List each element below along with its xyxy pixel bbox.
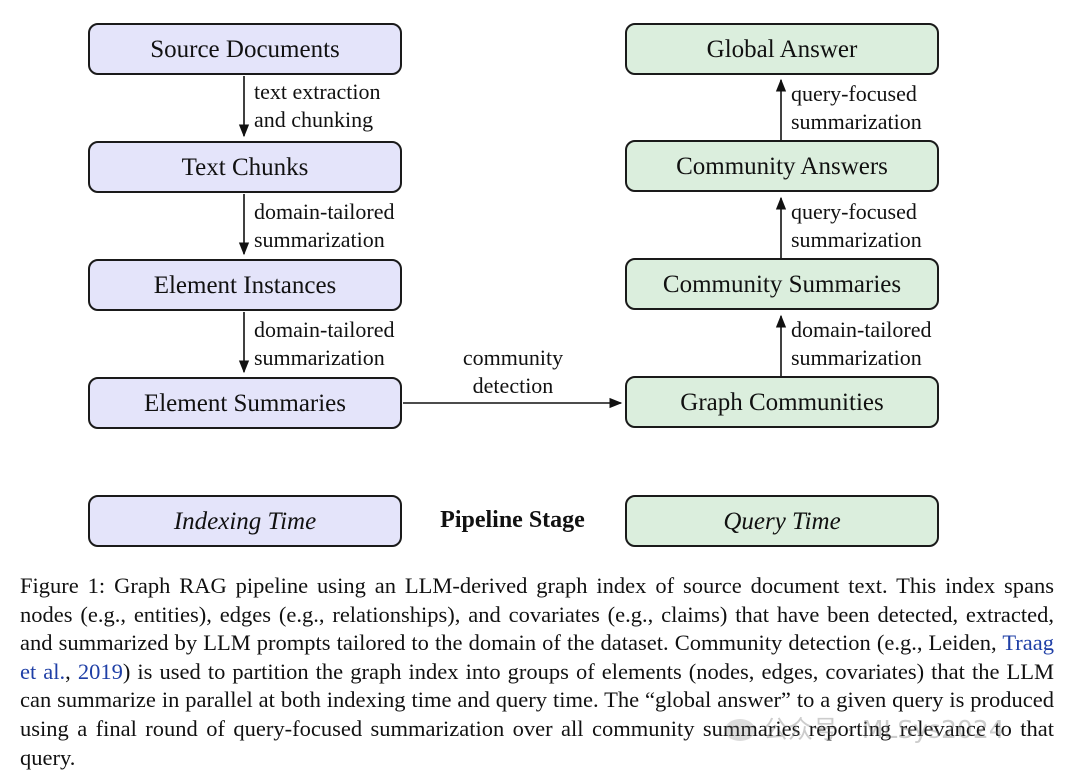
caption-citation-separator: , (65, 658, 78, 684)
edge-label-answers-to-global: query-focused summarization (791, 80, 922, 136)
edge-label-line: summarization (791, 227, 922, 252)
caption-text-part2: ) is used to partition the graph index i… (20, 658, 1055, 770)
node-element-instances: Element Instances (88, 259, 402, 311)
edge-label-line: domain-tailored (254, 317, 395, 342)
edge-label-line: query-focused (791, 199, 917, 224)
graph-rag-pipeline-diagram: Source Documents Text Chunks Element Ins… (88, 23, 939, 547)
edge-label-summaries-to-answers: query-focused summarization (791, 198, 922, 254)
edge-arrows (238, 76, 787, 409)
edge-label-chunks-to-instances: domain-tailored summarization (254, 198, 395, 254)
caption-text-part1: Figure 1: Graph RAG pipeline using an LL… (20, 573, 1054, 656)
legend-pipeline-stage: Pipeline Stage (440, 507, 585, 533)
edge-label-line: summarization (791, 345, 922, 370)
node-community-summaries: Community Summaries (625, 258, 939, 310)
legend-indexing-time: Indexing Time (88, 495, 402, 547)
edge-label-line: community (462, 345, 564, 370)
citation-link-year[interactable]: 2019 (77, 658, 123, 684)
node-global-answer: Global Answer (625, 23, 939, 75)
node-element-summaries: Element Summaries (88, 377, 402, 429)
edge-label-line: and chunking (254, 107, 374, 132)
edge-label-instances-to-summaries: domain-tailored summarization (254, 316, 395, 372)
node-community-answers: Community Answers (625, 140, 939, 192)
edge-label-line: summarization (254, 227, 385, 252)
edge-label-community-detection: community detection (443, 344, 583, 400)
figure-caption: Figure 1: Graph RAG pipeline using an LL… (20, 572, 1054, 772)
citation-link-authors[interactable]: Traag et al. (20, 630, 1054, 684)
edge-label-line: domain-tailored (254, 199, 395, 224)
node-text-chunks: Text Chunks (88, 141, 402, 193)
edge-label-line: text extraction (254, 79, 381, 104)
edge-label-line: summarization (791, 109, 922, 134)
legend-query-time: Query Time (625, 495, 939, 547)
node-source-documents: Source Documents (88, 23, 402, 75)
edge-label-text-extraction: text extraction and chunking (254, 78, 380, 134)
edge-label-line: summarization (254, 345, 385, 370)
node-graph-communities: Graph Communities (625, 376, 939, 428)
edge-label-line: domain-tailored (791, 317, 932, 342)
edge-label-line: detection (472, 373, 554, 398)
edge-label-line: query-focused (791, 81, 917, 106)
edge-label-communities-to-summaries: domain-tailored summarization (791, 316, 932, 372)
